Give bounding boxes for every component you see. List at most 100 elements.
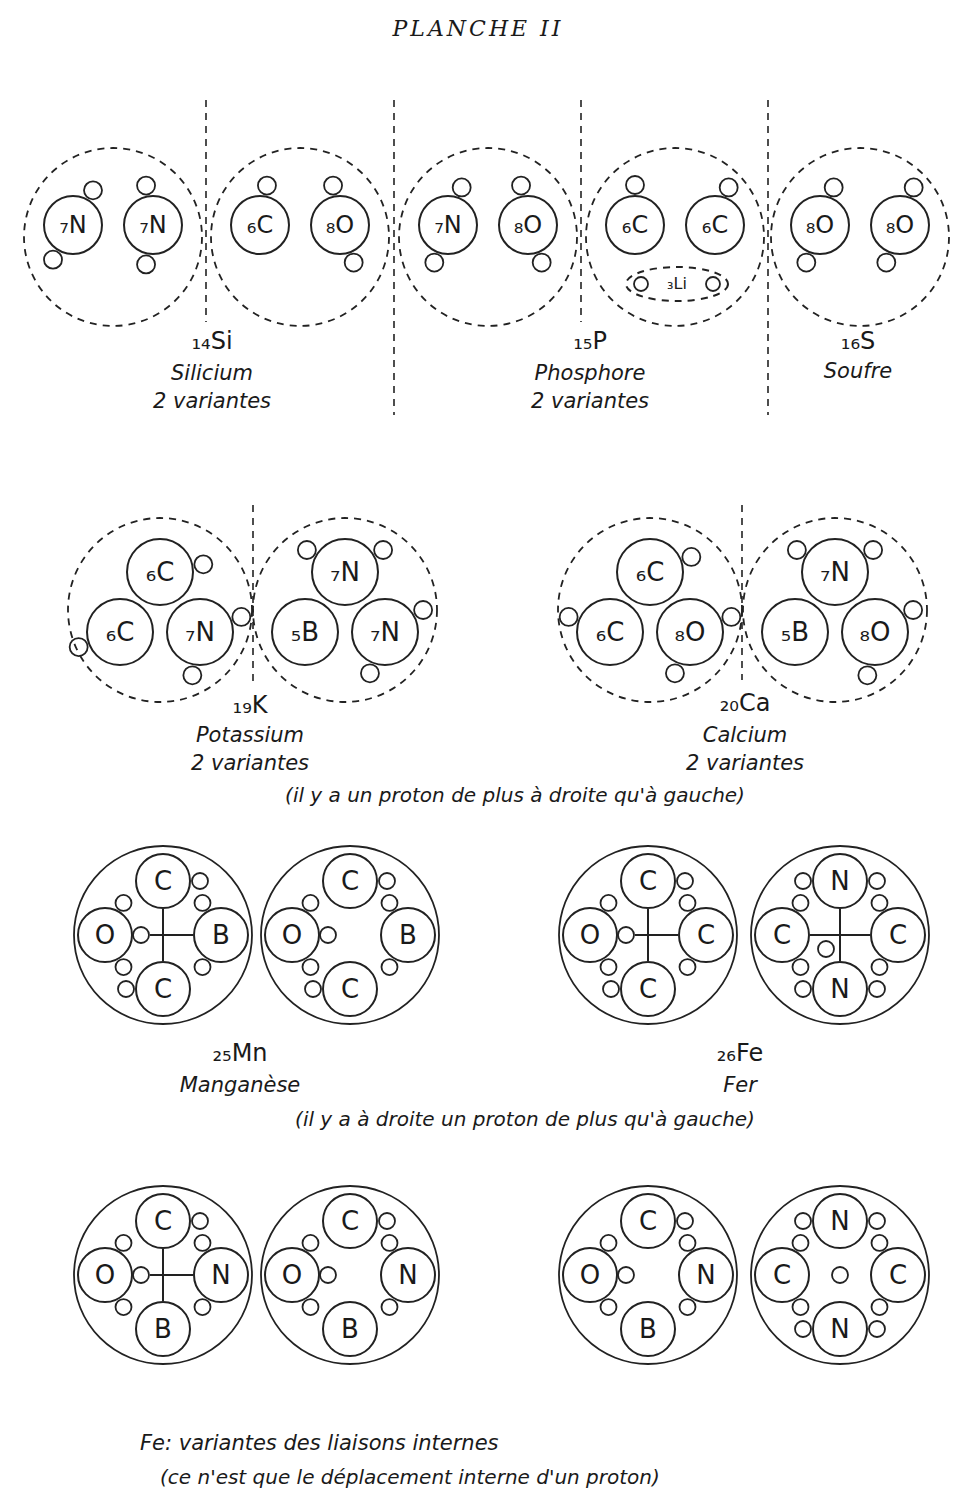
proton-circle: [793, 959, 809, 975]
outline-shape: [621, 1194, 675, 1248]
outline-shape: [381, 1248, 435, 1302]
outline-shape: [679, 908, 733, 962]
proton-circle: [195, 959, 211, 975]
proton-circle: [634, 277, 648, 291]
element-symbol: C: [773, 1262, 791, 1288]
proton-circle: [84, 181, 102, 199]
element-symbol: ₆C: [636, 559, 665, 585]
outline-shape: [136, 1194, 190, 1248]
element-symbol: ₇N: [59, 213, 87, 237]
group-ellipse: ₃Li: [625, 266, 729, 302]
element-circle: N: [812, 1301, 868, 1357]
element-symbol: C: [697, 922, 715, 948]
proton-circle: [133, 927, 149, 943]
bond-line: [150, 934, 193, 936]
proton-circle: [680, 959, 696, 975]
element-circle: O: [77, 1247, 133, 1303]
outline-shape: [253, 518, 437, 702]
proton-circle: [303, 1235, 319, 1251]
outline-shape: [261, 1186, 439, 1364]
element-circle: O: [264, 1247, 320, 1303]
node-outline: [770, 147, 950, 327]
element-symbol: ₅B: [781, 619, 809, 645]
outline-shape: [586, 148, 764, 326]
element-symbol: ₇N: [185, 619, 215, 645]
outline-shape: [755, 908, 809, 962]
outline-shape: [44, 196, 102, 254]
element-symbol: ₆C: [702, 213, 728, 237]
element-symbol: C: [773, 922, 791, 948]
plate-title: PLANCHE II: [392, 16, 563, 41]
element-symbol: ₆C: [596, 619, 625, 645]
proton-circle: [601, 1299, 617, 1315]
element-label: ₂₅Mn: [212, 1040, 267, 1066]
element-circle: C: [135, 853, 191, 909]
caption-text: 2 variantes: [191, 752, 309, 775]
outline-shape: [558, 518, 742, 702]
element-circle: C: [322, 961, 378, 1017]
outline-shape: [871, 1248, 925, 1302]
element-circle: ₈O: [870, 195, 930, 255]
outline-shape: [74, 1186, 252, 1364]
element-symbol: B: [399, 922, 417, 948]
element-symbol: C: [154, 976, 172, 1002]
proton-circle: [194, 555, 212, 573]
nucleus-circle: CONB: [73, 1185, 253, 1365]
element-circle: O: [77, 907, 133, 963]
nucleus-circle: COCC: [558, 845, 738, 1025]
proton-circle: [70, 638, 88, 656]
caption-text: Fe: variantes des liaisons internes: [140, 1432, 499, 1455]
proton-circle: [706, 277, 720, 291]
proton-circle: [680, 895, 696, 911]
proton-circle: [795, 873, 811, 889]
node-outline: [398, 147, 578, 327]
nucleus-circle: COBC: [73, 845, 253, 1025]
element-circle: C: [322, 1193, 378, 1249]
bond-connector: [162, 1249, 164, 1301]
nucleus-circle: ₈O ₈O: [770, 147, 950, 327]
element-circle: ₇N: [418, 195, 478, 255]
element-symbol: N: [830, 1208, 849, 1234]
node-outline: [23, 147, 203, 327]
element-circle: ₅B: [271, 598, 339, 666]
outline-shape: [136, 1302, 190, 1356]
element-symbol: N: [398, 1262, 417, 1288]
element-circle: ₆C: [685, 195, 745, 255]
proton-circle: [795, 1321, 811, 1337]
proton-circle: [793, 895, 809, 911]
proton-circle: [677, 1213, 693, 1229]
proton-circle: [864, 541, 882, 559]
element-circle: ₈O: [790, 195, 850, 255]
element-symbol: ₈O: [806, 213, 835, 237]
outline-shape: [621, 854, 675, 908]
caption-text: 2 variantes: [531, 390, 649, 413]
proton-circle: [118, 981, 134, 997]
caption-text: Calcium: [703, 724, 788, 747]
nucleus-circle: ₇N₈O: [398, 147, 578, 327]
caption-text: Potassium: [196, 724, 304, 747]
proton-circle: [603, 981, 619, 997]
element-symbol: ₇N: [139, 213, 167, 237]
proton-circle: [797, 254, 815, 272]
outline-shape: [563, 908, 617, 962]
nucleus-circle: COBC: [260, 845, 440, 1025]
element-circle: ₇N: [43, 195, 103, 255]
element-circle: C: [870, 907, 926, 963]
outline-shape: [136, 962, 190, 1016]
element-circle: ₈O: [656, 598, 724, 666]
element-circle: B: [322, 1301, 378, 1357]
proton-circle: [345, 254, 363, 272]
proton-circle: [618, 1267, 634, 1283]
element-circle: N: [812, 1193, 868, 1249]
element-symbol: C: [639, 976, 657, 1002]
bond-connector: [810, 934, 870, 936]
outline-shape: [323, 1194, 377, 1248]
proton-circle: [303, 1299, 319, 1315]
proton-circle: [303, 895, 319, 911]
element-symbol: N: [211, 1262, 230, 1288]
element-symbol: B: [154, 1316, 172, 1342]
nucleus-circle: ₇N₅B₇N: [252, 517, 438, 703]
proton-circle: [869, 873, 885, 889]
proton-circle: [795, 1213, 811, 1229]
proton-circle: [425, 254, 443, 272]
